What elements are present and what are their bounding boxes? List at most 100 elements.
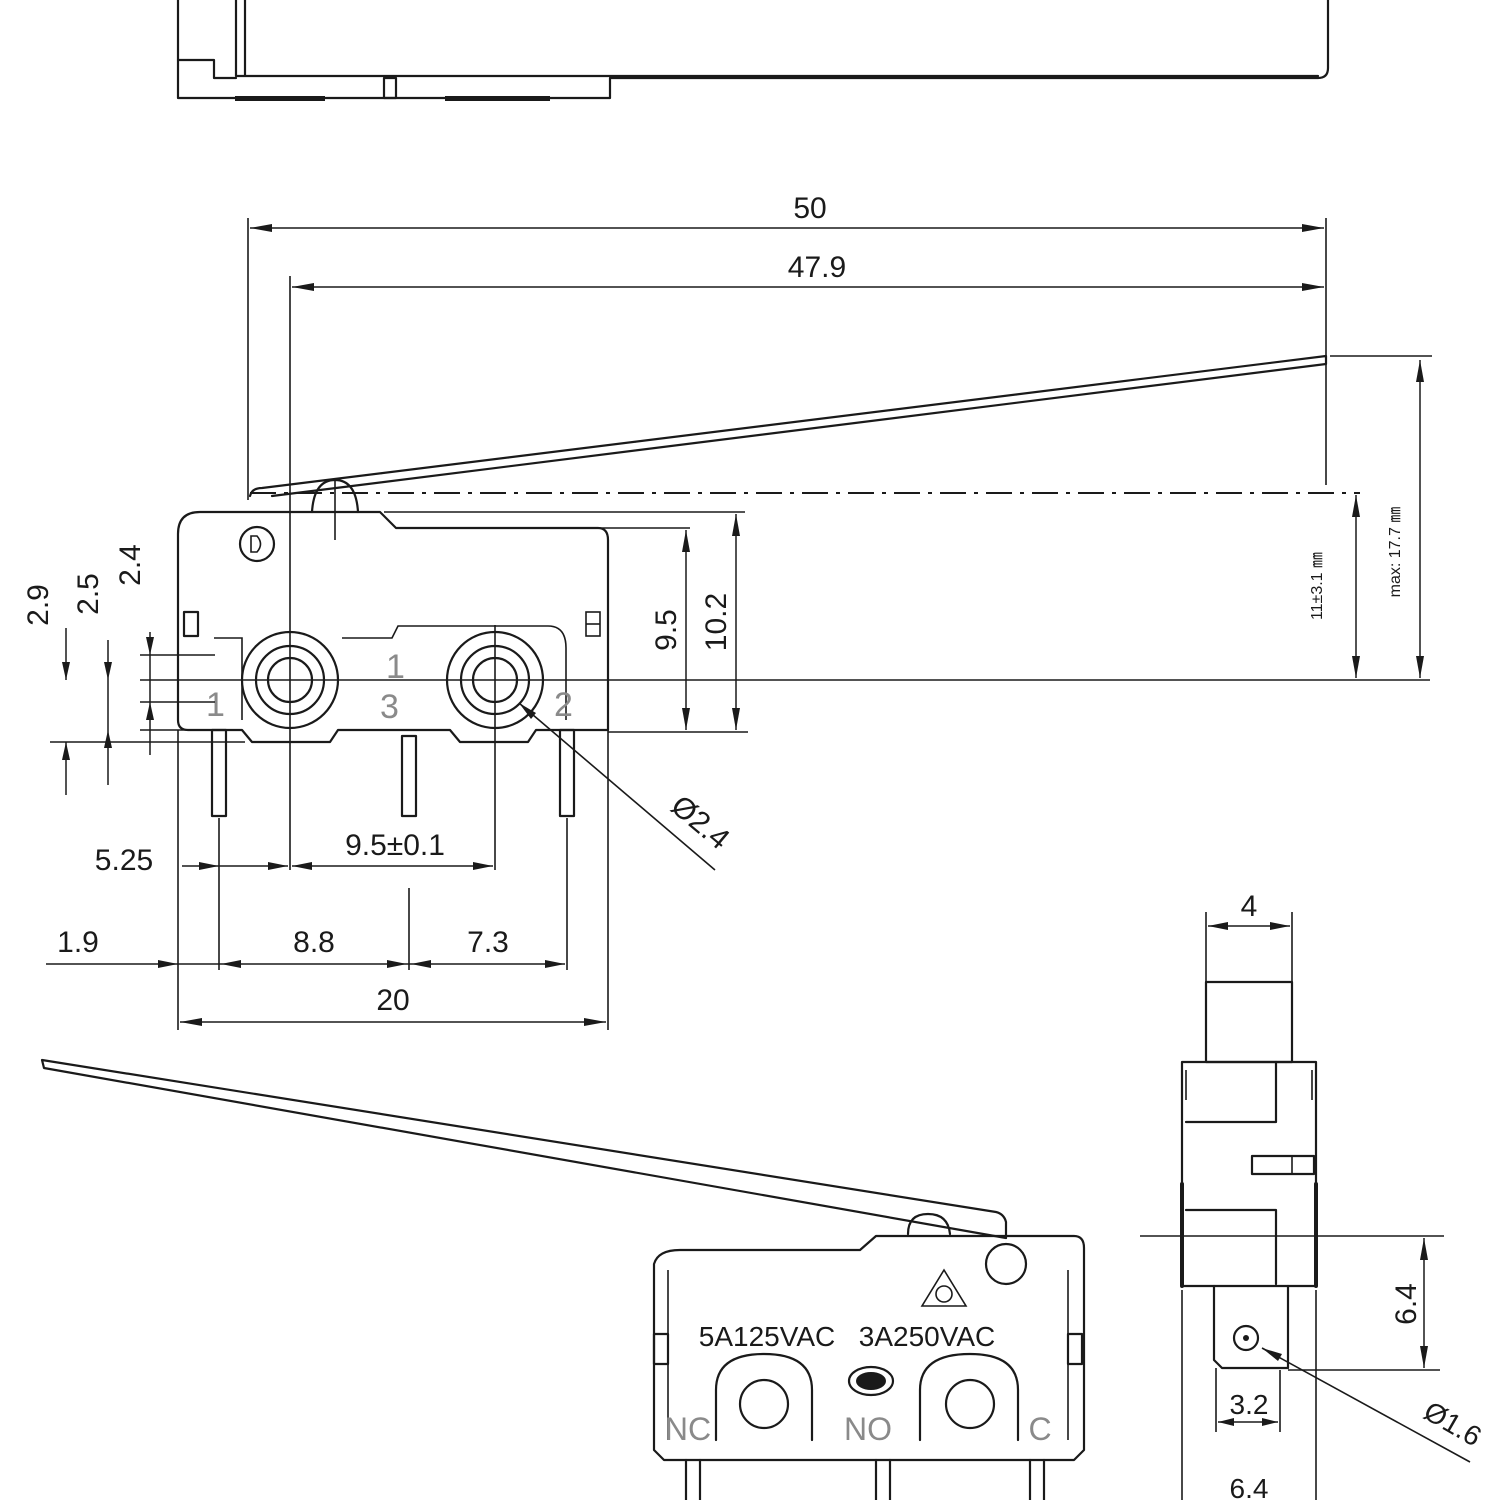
arrow [1270, 922, 1290, 930]
dim-2_5-label: 2.5 [72, 573, 105, 615]
arrow [1262, 1348, 1282, 1361]
arrow [158, 960, 178, 968]
terminal-nc-label: NC [665, 1411, 711, 1447]
dim-2_9-label: 2.9 [22, 584, 55, 626]
side-view-thick-edges [1180, 1182, 1318, 1288]
arrow [1218, 1418, 1234, 1426]
mounting-hole-marker [238, 525, 276, 563]
arrow [473, 862, 493, 870]
arrow [62, 742, 70, 760]
dim-47_9-label: 47.9 [788, 251, 846, 284]
arrow [1302, 283, 1324, 291]
arrow [519, 703, 536, 719]
certification-mark-inner [935, 1285, 953, 1303]
ccc-mark-icon [847, 1365, 895, 1397]
arrow [1352, 656, 1360, 678]
side-view-actuator [1204, 980, 1294, 1064]
front-view: 50 47.9 [22, 192, 1432, 1030]
pin-1 [210, 728, 228, 818]
dia-2_4-leader [518, 702, 716, 871]
dim-8_8-label: 8.8 [293, 926, 335, 959]
internal-cavity [342, 625, 567, 720]
certification-mark-icon [920, 1268, 968, 1307]
arrow [268, 862, 288, 870]
side-view-top-ribs [1185, 1070, 1313, 1100]
top-view-tab [382, 76, 398, 100]
dia-1_6-label: Ø1.6 [1419, 1395, 1487, 1452]
dim-6_4-horiz-label: 6.4 [1230, 1473, 1269, 1500]
back-view-right-tab [1066, 1332, 1084, 1366]
terminal-c-label: C [1028, 1411, 1051, 1447]
dim-4-label: 4 [1241, 890, 1258, 923]
left-tab [182, 610, 200, 638]
arrow [1352, 495, 1360, 517]
dim-7_3-label: 7.3 [467, 926, 509, 959]
arrow [146, 702, 154, 720]
dim-20-label: 20 [376, 984, 409, 1017]
arrow [1302, 224, 1324, 232]
dim-2_4-label: 2.4 [114, 544, 147, 586]
rating-5a-label: 5A125VAC [699, 1321, 835, 1352]
top-view [176, 0, 1330, 101]
dim-1_9-label: 1.9 [57, 926, 99, 959]
arrow [104, 730, 112, 748]
dim-5_25-label: 5.25 [95, 844, 153, 877]
arrow [180, 1018, 202, 1026]
dim-max-label: max: 17.7 ㎜ [1387, 507, 1404, 598]
arrow [732, 708, 740, 730]
lever-raised [248, 354, 1328, 498]
dim-9_5-tol-label: 9.5±0.1 [345, 829, 445, 862]
back-view-left-tab [652, 1332, 670, 1366]
dim-9_5-label: 9.5 [650, 609, 683, 651]
ccc-mark-fill [856, 1372, 886, 1390]
pin-3 [400, 734, 418, 818]
arrow [1416, 360, 1424, 382]
arrow [1420, 1238, 1428, 1260]
dim-50-label: 50 [793, 192, 826, 225]
side-view: 4 6.4 Ø1.6 3.2 6.4 [1140, 890, 1487, 1500]
arrow [1208, 922, 1228, 930]
dim-10_2-label: 10.2 [700, 593, 733, 651]
back-view-lever [40, 1058, 1008, 1240]
arrow [146, 637, 154, 655]
dia-2_4-label: Ø2.4 [665, 789, 736, 856]
arrow [411, 960, 431, 968]
arrow [104, 662, 112, 680]
dia-1_6-leader [1261, 1347, 1471, 1463]
arrow [292, 283, 314, 291]
top-view-step [176, 58, 238, 80]
back-view-pins [684, 1458, 1046, 1500]
arrow [584, 1018, 606, 1026]
arrow [387, 960, 407, 968]
arrow [62, 662, 70, 680]
terminal-no-label: NO [844, 1411, 892, 1447]
arrow [250, 224, 272, 232]
top-view-lever-outline [176, 0, 1330, 100]
terminal-label-1-left: 1 [206, 686, 225, 724]
top-view-foot-right [445, 96, 550, 101]
arrow [292, 862, 312, 870]
side-view-inner-step [1184, 1060, 1278, 1124]
top-view-foot-left [235, 96, 325, 101]
back-view-body [652, 1234, 1086, 1462]
arrow [545, 960, 565, 968]
arrow [732, 514, 740, 536]
top-view-body-edge [234, 0, 1320, 78]
dim-11-label: 11±3.1 ㎜ [1309, 552, 1326, 620]
switch-body-outline [176, 510, 610, 744]
dim-3_2-label: 3.2 [1230, 1389, 1269, 1420]
arrow [199, 862, 219, 870]
side-view-lower-step [1184, 1208, 1278, 1286]
marker-d-glyph [250, 535, 262, 553]
side-view-terminal-hole-center [1243, 1335, 1249, 1341]
terminal-label-3: 3 [380, 688, 399, 726]
back-view-pocket-nc [714, 1352, 814, 1442]
internal-cavity-left [214, 637, 243, 720]
back-view-indicator-circle [984, 1242, 1028, 1286]
arrow [1262, 1418, 1278, 1426]
back-view: 5A125VAC 3A250VAC NC NO C [40, 1058, 1086, 1500]
arrow [682, 530, 690, 552]
arrow [682, 708, 690, 730]
back-view-pocket-c [918, 1352, 1020, 1442]
